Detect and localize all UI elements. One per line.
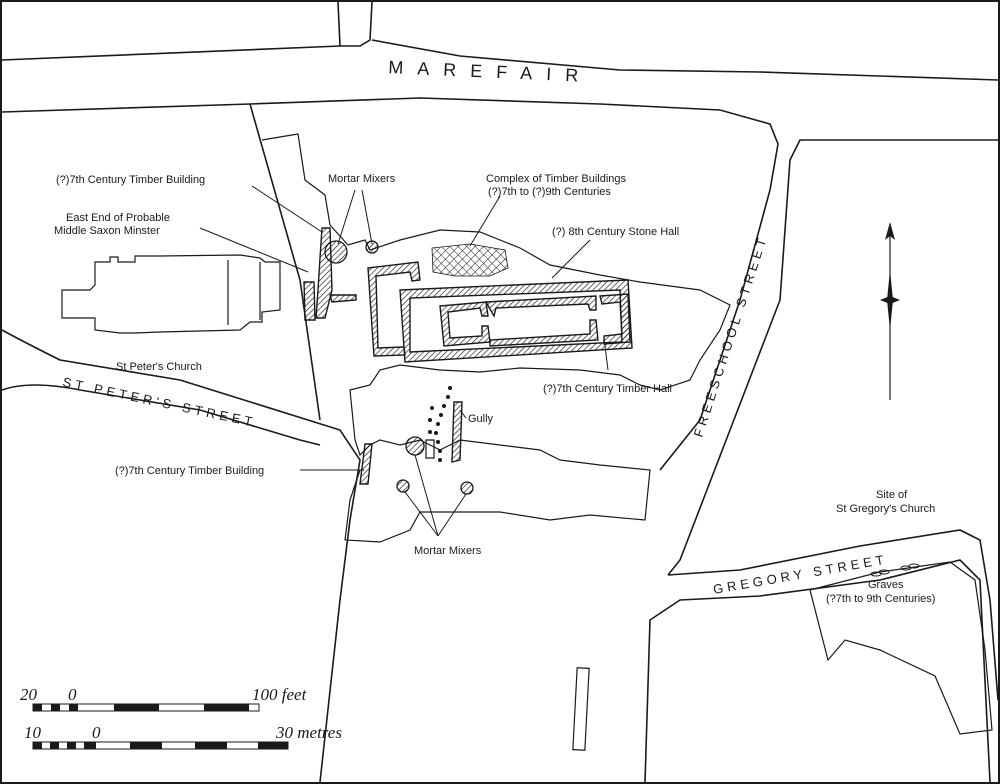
label-complex-1: Complex of Timber Buildings [486,173,627,185]
mortar-mixer-1 [324,240,348,264]
timber-building-west-wall [315,227,333,319]
street-label-st-peters: ST PETER'S STREET [61,374,257,430]
mortar-mixer-4 [396,479,410,493]
label-mortar-mixers-top: Mortar Mixers [328,173,396,185]
label-timber-building-7th-b: (?)7th Century Timber Building [115,465,264,477]
label-stone-hall: (?) 8th Century Stone Hall [552,226,679,238]
label-mortar-mixers-bottom: Mortar Mixers [414,545,482,557]
label-timber-hall: (?)7th Century Timber Hall [543,383,672,395]
scale-metres-end: 30 metres [275,723,342,742]
gully [425,386,463,463]
st-peters-church-outline [61,254,281,334]
mortar-mixer-2 [365,240,379,254]
scale-bar-feet: 20 0 100 feet [20,685,308,712]
scale-metres-start: 10 [24,723,42,742]
timber-complex-crosshatch [431,243,509,277]
label-timber-building-7th-a: (?)7th Century Timber Building [56,174,205,186]
label-east-end-2: Middle Saxon Minster [54,225,160,237]
scale-feet-start: 20 [20,685,38,704]
label-gregory-site-2: St Gregory's Church [836,503,935,515]
north-arrow-icon [880,222,900,400]
stone-hall [367,261,633,363]
scale-feet-end: 100 feet [252,685,308,704]
timber-building-south-wall [359,443,373,485]
scale-metres-zero: 0 [92,723,101,742]
label-complex-2: (?)7th to (?)9th Centuries [488,186,611,198]
scale-bar-metres: 10 0 30 metres [24,723,342,750]
label-gully: Gully [468,413,494,425]
label-gregory-site-1: Site of [876,489,908,501]
mortar-mixer-5 [460,481,474,495]
st-gregorys-church-site [809,561,993,735]
label-east-end-1: East End of Probable [66,212,170,224]
excavation-area-outline [261,133,731,543]
label-graves-1: Graves [868,579,904,591]
label-st-peters-church: St Peter's Church [116,361,202,373]
scale-feet-zero: 0 [68,685,77,704]
street-label-freeschool: FREESCHOOL STREET [691,233,771,439]
leader-lines [199,185,609,537]
south-trench [572,667,590,751]
street-label-marefair: MAREFAIR [388,57,593,86]
label-graves-2: (?7th to 9th Centuries) [826,593,935,605]
graves-markers [870,563,920,577]
mortar-mixer-3 [405,436,425,456]
